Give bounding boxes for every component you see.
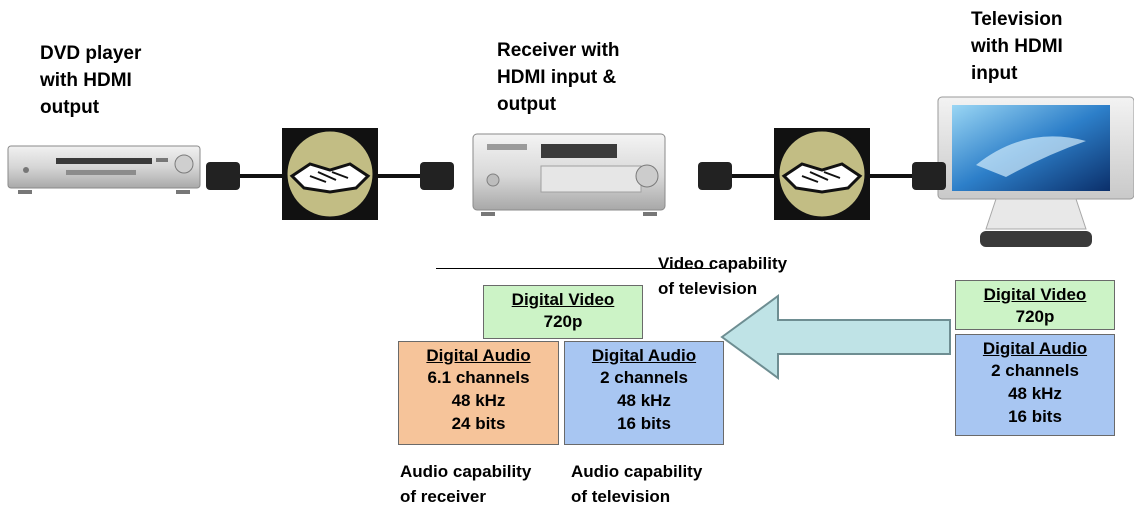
- video-capability-caption: Video capability of television: [658, 254, 788, 298]
- box-line: 2 channels: [600, 368, 688, 387]
- receiver-video-box: Digital Video 720p: [483, 285, 643, 339]
- tv-video-box: Digital Video 720p: [955, 280, 1115, 330]
- box-header: Digital Audio: [982, 339, 1088, 358]
- box-line: 16 bits: [1008, 407, 1062, 426]
- receiver-icon: [472, 133, 666, 216]
- hdmi-handshake-icon: [698, 128, 946, 220]
- box-line: 48 kHz: [1008, 384, 1062, 403]
- receiver-label: Receiver with HDMI input & output: [497, 40, 620, 115]
- receiver-audio-box: Digital Audio 6.1 channels 48 kHz 24 bit…: [398, 341, 559, 445]
- box-header: Digital Video: [511, 290, 615, 309]
- box-header: Digital Video: [983, 285, 1087, 304]
- left-arrow-icon: [720, 294, 951, 380]
- box-line: 720p: [1015, 307, 1055, 326]
- hdmi-handshake-icon: [206, 128, 454, 220]
- box-line: 48 kHz: [451, 391, 506, 410]
- divider-line: [436, 268, 712, 269]
- box-line: 720p: [543, 312, 583, 331]
- audio-capability-receiver-caption: Audio capability of receiver: [400, 462, 532, 506]
- audio-capability-tv-caption: Audio capability of television: [571, 462, 703, 506]
- box-line: 6.1 channels: [427, 368, 530, 387]
- box-header: Digital Audio: [591, 346, 697, 365]
- dvd-player-icon: [7, 145, 201, 194]
- box-header: Digital Audio: [426, 346, 531, 365]
- box-line: 16 bits: [617, 414, 671, 433]
- dvd-player-label: DVD player with HDMI output: [40, 43, 142, 118]
- box-line: 2 channels: [991, 361, 1079, 380]
- box-line: 24 bits: [451, 414, 506, 433]
- receiver-tv-audio-box: Digital Audio 2 channels 48 kHz 16 bits: [564, 341, 724, 445]
- tv-audio-box: Digital Audio 2 channels 48 kHz 16 bits: [955, 334, 1115, 436]
- box-line: 48 kHz: [617, 391, 671, 410]
- television-label: Television with HDMI input: [971, 9, 1063, 84]
- television-icon: [937, 96, 1134, 247]
